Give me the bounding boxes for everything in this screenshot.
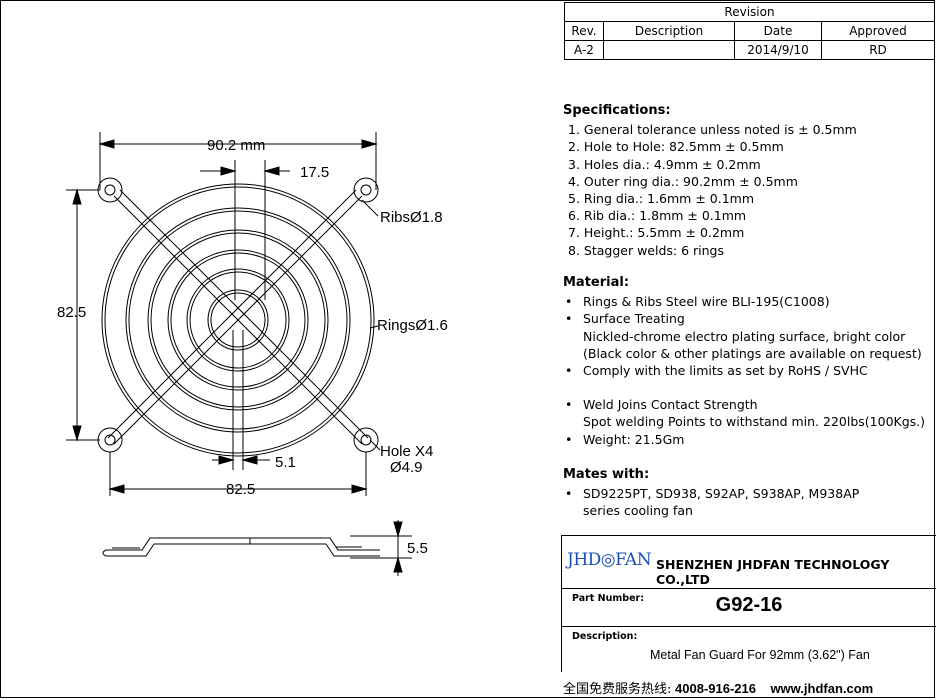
revision-title: Revision xyxy=(564,2,935,22)
mates-list: •SD9225PT, SD938, S92AP, S938AP, M938AP … xyxy=(563,485,859,519)
specifications-heading: Specifications: xyxy=(563,103,671,118)
company-name: SHENZHEN JHDFAN TECHNOLOGY CO.,LTD xyxy=(656,557,890,587)
approved-header: Approved xyxy=(821,21,935,41)
description-value xyxy=(603,40,735,60)
description-header: Description xyxy=(603,21,735,41)
part-number: G92-16 xyxy=(715,594,783,616)
rev-value: A-2 xyxy=(564,40,604,60)
fan-guard-drawing: 90.2 mm 17.5 82.5 5.1 82.5 RibsØ1.8 Ring… xyxy=(57,132,448,576)
spec-item: 1. General tolerance unless noted is ± 0… xyxy=(568,122,857,138)
date-header: Date xyxy=(734,21,822,41)
spec-item: 5. Ring dia.: 1.6mm ± 0.1mm xyxy=(568,191,754,207)
footer: 全国免费服务热线: 4008-916-216 www.jhdfan.com xyxy=(563,678,873,697)
dim-hole-horizontal: 82.5 xyxy=(226,481,255,498)
hotline-label: 全国免费服务热线: xyxy=(563,682,672,697)
dim-center-hole: 5.1 xyxy=(275,454,296,471)
spacer xyxy=(563,379,925,396)
revision-table: Revision Rev. Description Date Approved … xyxy=(564,2,935,60)
material-item: •Weight: 21.5Gm xyxy=(565,431,685,447)
guard-side-view xyxy=(102,537,380,557)
spec-item: 2. Hole to Hole: 82.5mm ± 0.5mm xyxy=(568,139,784,155)
phone-number: 4008-916-216 xyxy=(675,681,756,696)
dim-outer-ring: 90.2 mm xyxy=(207,137,265,154)
ribs-label: RibsØ1.8 xyxy=(380,209,443,226)
material-item: •Rings & Ribs Steel wire BLI-195(C1008) xyxy=(565,294,830,310)
material-subitem: Nickled-chrome electro plating surface, … xyxy=(583,328,906,344)
specifications-section: Specifications: 1. General tolerance unl… xyxy=(563,102,857,259)
description-label: Description: xyxy=(572,631,638,642)
date-value: 2014/9/10 xyxy=(734,40,822,60)
spec-item: 8. Stagger welds: 6 rings xyxy=(568,242,724,258)
rev-header: Rev. xyxy=(564,21,604,41)
hole-diameter: Ø4.9 xyxy=(390,459,423,476)
company-row: JHD◎FAN SHENZHEN JHDFAN TECHNOLOGY CO.,L… xyxy=(562,536,936,589)
part-number-row xyxy=(562,588,936,627)
material-item: •Comply with the limits as set by RoHS /… xyxy=(565,363,868,379)
spec-item: 7. Height.: 5.5mm ± 0.2mm xyxy=(568,225,745,241)
dim-height: 5.5 xyxy=(407,540,428,557)
part-description: Metal Fan Guard For 92mm (3.62") Fan xyxy=(650,648,870,662)
dim-offset: 17.5 xyxy=(300,164,329,181)
material-subitem: Spot welding Points to withstand min. 22… xyxy=(583,414,926,430)
company-logo: JHD◎FAN xyxy=(567,550,652,570)
dim-hole-vertical: 82.5 xyxy=(57,304,86,321)
mates-item: •SD9225PT, SD938, S92AP, S938AP, M938AP xyxy=(565,486,860,502)
mates-heading: Mates with: xyxy=(563,467,650,482)
approved-value: RD xyxy=(821,40,935,60)
mates-section: Mates with: •SD9225PT, SD938, S92AP, S93… xyxy=(563,466,859,520)
dimension-lines xyxy=(66,132,381,496)
rings-label: RingsØ1.6 xyxy=(377,317,448,334)
hole-label: Hole X4 xyxy=(380,443,433,460)
spec-item: 3. Holes dia.: 4.9mm ± 0.2mm xyxy=(568,156,761,172)
website: www.jhdfan.com xyxy=(770,681,874,696)
height-dimension xyxy=(350,520,412,576)
material-list: •Rings & Ribs Steel wire BLI-195(C1008) … xyxy=(563,293,925,448)
spec-item: 4. Outer ring dia.: 90.2mm ± 0.5mm xyxy=(568,173,798,189)
material-item: •Weld Joins Contact Strength xyxy=(565,397,758,413)
mates-subitem: series cooling fan xyxy=(583,503,693,519)
guard-front-view xyxy=(97,177,379,457)
material-subitem: (Black color & other platings are availa… xyxy=(583,345,922,361)
title-block: JHD◎FAN SHENZHEN JHDFAN TECHNOLOGY CO.,L… xyxy=(561,535,936,672)
material-heading: Material: xyxy=(563,275,630,290)
spec-item: 6. Rib dia.: 1.8mm ± 0.1mm xyxy=(568,208,747,224)
material-item: •Surface Treating xyxy=(565,311,685,327)
specifications-list: 1. General tolerance unless noted is ± 0… xyxy=(563,121,857,259)
material-section: Material: •Rings & Ribs Steel wire BLI-1… xyxy=(563,274,925,448)
part-number-label: Part Number: xyxy=(572,593,644,604)
